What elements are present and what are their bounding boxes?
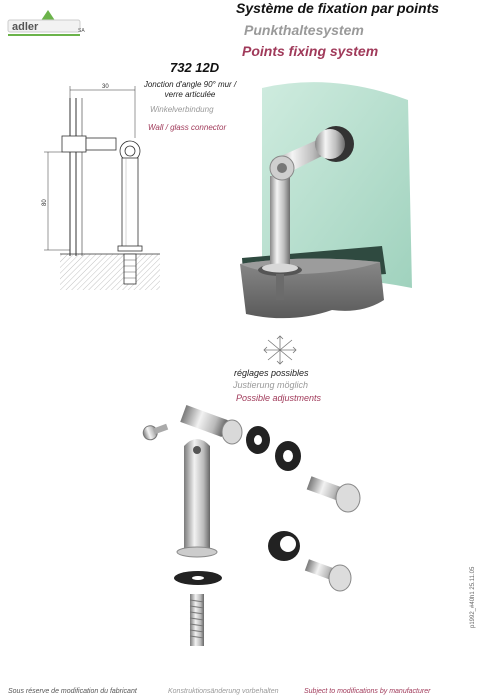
title-english: Points fixing system [242,43,379,59]
footer-english: Subject to modifications by manufacturer [304,688,431,695]
hinge-bolt [180,405,243,445]
svg-text:adler: adler [12,21,39,33]
description-english: Wall / glass connector [148,123,227,132]
product-render [232,78,422,330]
adjustments-english: Possible adjustments [236,393,322,403]
small-screw [142,423,169,441]
svg-text:SA: SA [78,28,85,34]
vertical-post [176,439,218,558]
title-german: Punkthaltesystem [244,22,364,38]
glass-bolt-upper [306,476,361,513]
adjustments-german: Justierung möglich [233,380,309,390]
technical-drawing: 30 80 [40,78,170,298]
description-french: Jonction d'angle 90° mur / verre articul… [143,80,237,99]
title-french: Système de fixation par points [236,0,440,16]
footer-german: Konstruktionsänderung vorbehalten [168,688,279,695]
adjustments-french: réglages possibles [234,368,309,378]
description-german: Winkelverbindung [150,105,214,114]
document-reference: p1992_#40h1 25.11.05 [470,566,476,628]
product-code: 732 12D [170,60,220,75]
dim-top-label: 30 [102,84,109,90]
glass-bolt-lower [304,559,352,592]
dim-side-label: 80 [42,199,48,206]
footer-french: Sous réserve de modification du fabrican… [8,688,137,695]
company-logo: adler SA [6,8,90,38]
adjustment-arrows-icon [260,334,300,366]
exploded-view [130,398,380,670]
